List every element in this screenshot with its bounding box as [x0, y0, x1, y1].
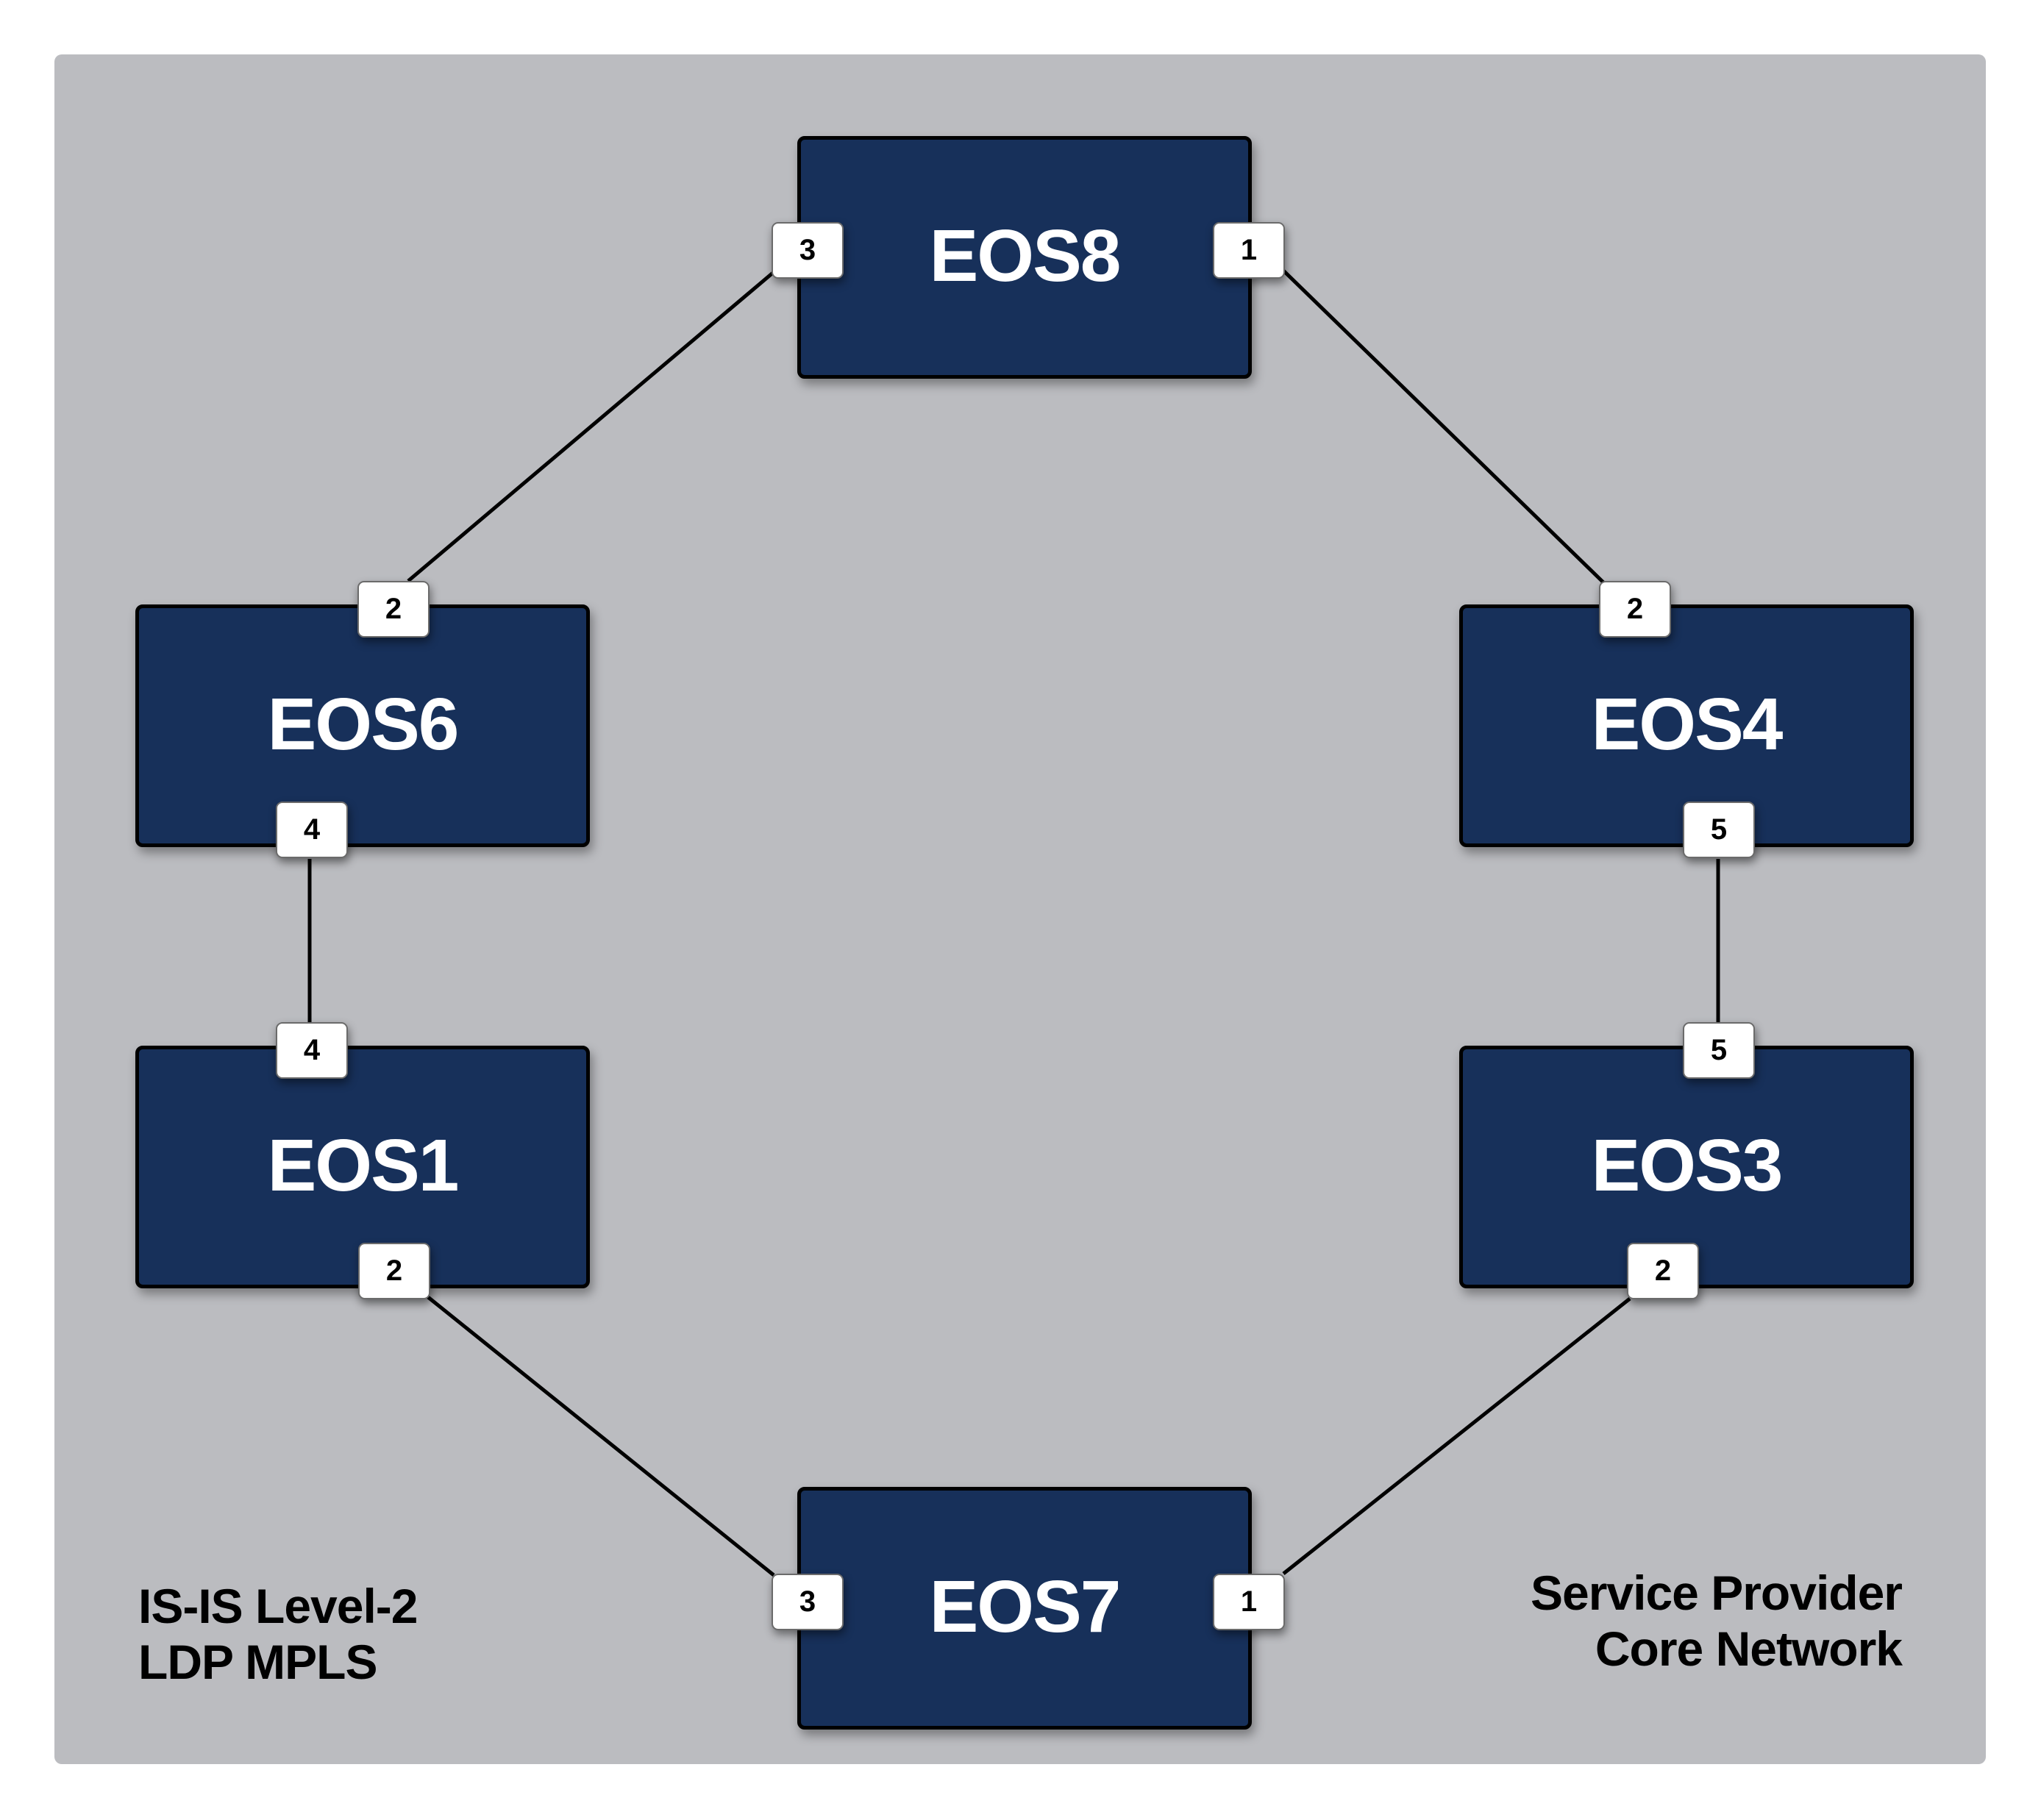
node-eos4[interactable]: EOS4 [1459, 604, 1914, 847]
network-caption: Service Provider Core Network [1531, 1565, 1903, 1677]
port-eos6-2[interactable]: 2 [357, 581, 430, 638]
port-eos7-3[interactable]: 3 [772, 1574, 844, 1630]
node-eos3[interactable]: EOS3 [1459, 1046, 1914, 1288]
link-eos8-eos6[interactable] [407, 271, 775, 582]
port-eos6-4[interactable]: 4 [276, 802, 348, 858]
node-label: EOS3 [1591, 1124, 1784, 1207]
node-eos6[interactable]: EOS6 [135, 604, 590, 847]
caption-line: LDP MPLS [138, 1635, 377, 1689]
port-eos8-3[interactable]: 3 [772, 222, 844, 279]
port-eos7-1[interactable]: 1 [1213, 1574, 1285, 1630]
node-label: EOS7 [929, 1566, 1122, 1648]
port-eos1-4[interactable]: 4 [276, 1022, 348, 1079]
node-eos8[interactable]: EOS8 [797, 136, 1252, 379]
port-eos8-1[interactable]: 1 [1213, 222, 1285, 279]
node-label: EOS8 [929, 215, 1122, 297]
protocol-caption: IS-IS Level-2 LDP MPLS [138, 1578, 418, 1690]
port-eos4-2[interactable]: 2 [1599, 581, 1671, 638]
node-label: EOS6 [267, 683, 460, 766]
port-eos3-5[interactable]: 5 [1683, 1022, 1755, 1079]
link-eos1-eos7[interactable] [427, 1296, 775, 1577]
caption-line: IS-IS Level-2 [138, 1579, 418, 1633]
caption-line: Core Network [1595, 1621, 1903, 1676]
node-eos7[interactable]: EOS7 [797, 1487, 1252, 1730]
port-eos4-5[interactable]: 5 [1683, 802, 1755, 858]
port-eos3-2[interactable]: 2 [1627, 1243, 1699, 1299]
link-eos3-eos7[interactable] [1282, 1297, 1631, 1575]
port-eos1-2[interactable]: 2 [358, 1243, 430, 1299]
node-label: EOS1 [267, 1124, 460, 1207]
node-label: EOS4 [1591, 683, 1784, 766]
link-eos8-eos4[interactable] [1282, 269, 1605, 584]
caption-line: Service Provider [1531, 1566, 1903, 1620]
